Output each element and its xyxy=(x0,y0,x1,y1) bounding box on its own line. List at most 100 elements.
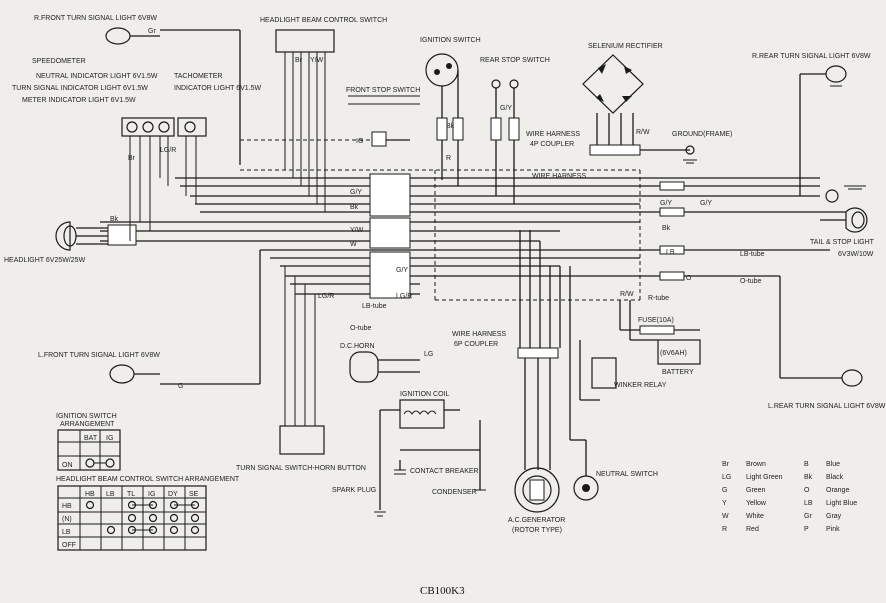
wire-tag: Gr xyxy=(148,28,156,35)
ignition-switch-label: IGNITION SWITCH xyxy=(420,37,481,44)
beam-col-dy: DY xyxy=(168,491,178,498)
spark-label: SPARK PLUG xyxy=(332,487,376,494)
ign-row-on: ON xyxy=(62,462,73,469)
wire-tag: Br xyxy=(295,57,303,64)
wire-tag: G/Y xyxy=(660,200,672,207)
wire-tag: R xyxy=(446,155,451,162)
ground-label: GROUND(FRAME) xyxy=(672,131,732,138)
harness-4p: WIRE HARNESS 4P COUPLER WIRE HARNESS xyxy=(526,131,586,180)
lr-turn-label: L.REAR TURN SIGNAL LIGHT 6V8W xyxy=(768,403,886,410)
tail-label: TAIL & STOP LIGHT xyxy=(810,239,875,246)
ign-col-ig: IG xyxy=(106,435,113,442)
legend-code: G xyxy=(722,487,727,494)
generator-label: A.C.GENERATOR xyxy=(508,517,565,524)
beam-col-tl: TL xyxy=(127,491,135,498)
tachometer-label: TACHOMETER xyxy=(174,73,222,80)
legend-name: Light Green xyxy=(746,474,783,481)
beam-table-dots xyxy=(85,500,200,535)
wire-tag: R/W xyxy=(636,129,650,136)
wire-tag: Y/W xyxy=(350,227,364,234)
legend-name: Black xyxy=(826,474,844,481)
lb-tube-label-2: LB-tube xyxy=(362,303,387,310)
harness-6p-label-b: 6P COUPLER xyxy=(454,341,498,348)
wire-tag: R/W xyxy=(620,291,634,298)
wire-tag: Br xyxy=(128,155,136,162)
legend-name: Yellow xyxy=(746,500,767,507)
wire-tag: LG/R xyxy=(396,293,412,300)
tail-stop-light: TAIL & STOP LIGHT 6V3W/10W xyxy=(810,185,875,258)
rear-stop-label: REAR STOP SWITCH xyxy=(480,57,550,64)
legend-name: Light Blue xyxy=(826,500,857,507)
front-stop-label: FRONT STOP SWITCH xyxy=(346,87,420,94)
legend-code: Bk xyxy=(804,474,813,481)
beam-table: HEADLIGHT BEAM CONTROL SWITCH ARRANGEMEN… xyxy=(56,476,240,551)
legend-name: Green xyxy=(746,487,766,494)
rr-turn-label: R.REAR TURN SIGNAL LIGHT 6V8W xyxy=(752,53,871,60)
beam-row-n: (N) xyxy=(62,516,72,523)
tachometer: TACHOMETER INDICATOR LIGHT 6V1.5W xyxy=(174,73,262,204)
ignition-switch: IGNITION SWITCH Bk R xyxy=(420,37,481,186)
wire-tag: G/Y xyxy=(700,200,712,207)
rf-turn-label: R.FRONT TURN SIGNAL LIGHT 6V8W xyxy=(34,15,157,22)
speedometer-label: SPEEDOMETER xyxy=(32,58,86,65)
legend-code: O xyxy=(804,487,810,494)
ignition-table: IGNITION SWITCH ARRANGEMENT BAT IG ON xyxy=(56,413,121,471)
legend-code: P xyxy=(804,526,809,533)
beam-row-lb: LB xyxy=(62,529,71,536)
lf-turn-label: L.FRONT TURN SIGNAL LIGHT 6V8W xyxy=(38,352,160,359)
wire-tag: G/Y xyxy=(396,267,408,274)
legend-name: Brown xyxy=(746,461,766,468)
harness-wire-tags: G/Y Bk Y/W W G/Y LG/R LG/R G/Y G/Y Bk LB… xyxy=(110,189,712,358)
legend-name: Blue xyxy=(826,461,840,468)
turn-horn-label: TURN SIGNAL SWITCH-HORN BUTTON xyxy=(236,465,366,472)
legend-code: LB xyxy=(804,500,813,507)
wire-tag: G/Y xyxy=(350,189,362,196)
r-tube-label: R-tube xyxy=(648,295,669,302)
ign-table-title-1: IGNITION SWITCH xyxy=(56,413,117,420)
battery-spec-label: (6V6AH) xyxy=(660,350,687,357)
beam-row-hb: HB xyxy=(62,503,72,510)
turn-indicator-label: TURN SIGNAL INDICATOR LIGHT 6V1.5W xyxy=(12,85,148,92)
legend-name: Gray xyxy=(826,513,842,520)
contact-label: CONTACT BREAKER xyxy=(410,468,479,475)
beam-col-ig: IG xyxy=(148,491,155,498)
legend-name: White xyxy=(746,513,764,520)
battery-label: BATTERY xyxy=(662,369,694,376)
generator-label-b: (ROTOR TYPE) xyxy=(512,527,562,534)
legend-code: LG xyxy=(722,474,731,481)
harness-6p: WIRE HARNESS 6P COUPLER xyxy=(452,230,561,470)
legend-name: Orange xyxy=(826,487,849,494)
wire-tag: LG xyxy=(424,351,433,358)
wire-tag: G xyxy=(178,383,183,390)
contact-breaker: CONTACT BREAKER CONDENSER SPARK PLUG xyxy=(332,420,486,517)
rear-stop-switch: REAR STOP SWITCH G/Y xyxy=(480,57,550,204)
legend-name: Red xyxy=(746,526,759,533)
beam-col-lb: LB xyxy=(106,491,115,498)
legend-code: B xyxy=(804,461,809,468)
wire-tag: IG xyxy=(356,138,363,145)
wire-tag: O xyxy=(686,275,692,282)
headlight: HEADLIGHT 6V25W/25W xyxy=(4,221,108,264)
tach-indicator-label: INDICATOR LIGHT 6V1.5W xyxy=(174,85,262,92)
selenium-rectifier: SELENIUM RECTIFIER R/W xyxy=(582,43,663,156)
rf-turn-signal: R.FRONT TURN SIGNAL LIGHT 6V8W Gr xyxy=(34,15,241,165)
legend-code: Y xyxy=(722,500,727,507)
legend-code: Gr xyxy=(804,513,812,520)
condenser-label: CONDENSER xyxy=(432,489,477,496)
neutral-sw-label: NEUTRAL SWITCH xyxy=(596,471,658,478)
wire-tag: Y/W xyxy=(310,57,324,64)
lb-tube-label: LB-tube xyxy=(740,251,765,258)
wire-tag: Bk xyxy=(662,225,671,232)
dc-horn: D.C.HORN xyxy=(340,343,420,383)
headlight-label: HEADLIGHT 6V25W/25W xyxy=(4,257,86,264)
tail-label-b: 6V3W/10W xyxy=(838,251,874,258)
beam-table-title: HEADLIGHT BEAM CONTROL SWITCH ARRANGEMEN… xyxy=(56,476,240,483)
rectifier-label: SELENIUM RECTIFIER xyxy=(588,43,663,50)
beam-row-off: OFF xyxy=(62,542,76,549)
wire-tag: LG/R xyxy=(160,147,176,154)
ac-generator: A.C.GENERATOR (ROTOR TYPE) xyxy=(508,467,565,534)
legend-code: W xyxy=(722,513,729,520)
wire-tag: Bk xyxy=(446,123,455,130)
